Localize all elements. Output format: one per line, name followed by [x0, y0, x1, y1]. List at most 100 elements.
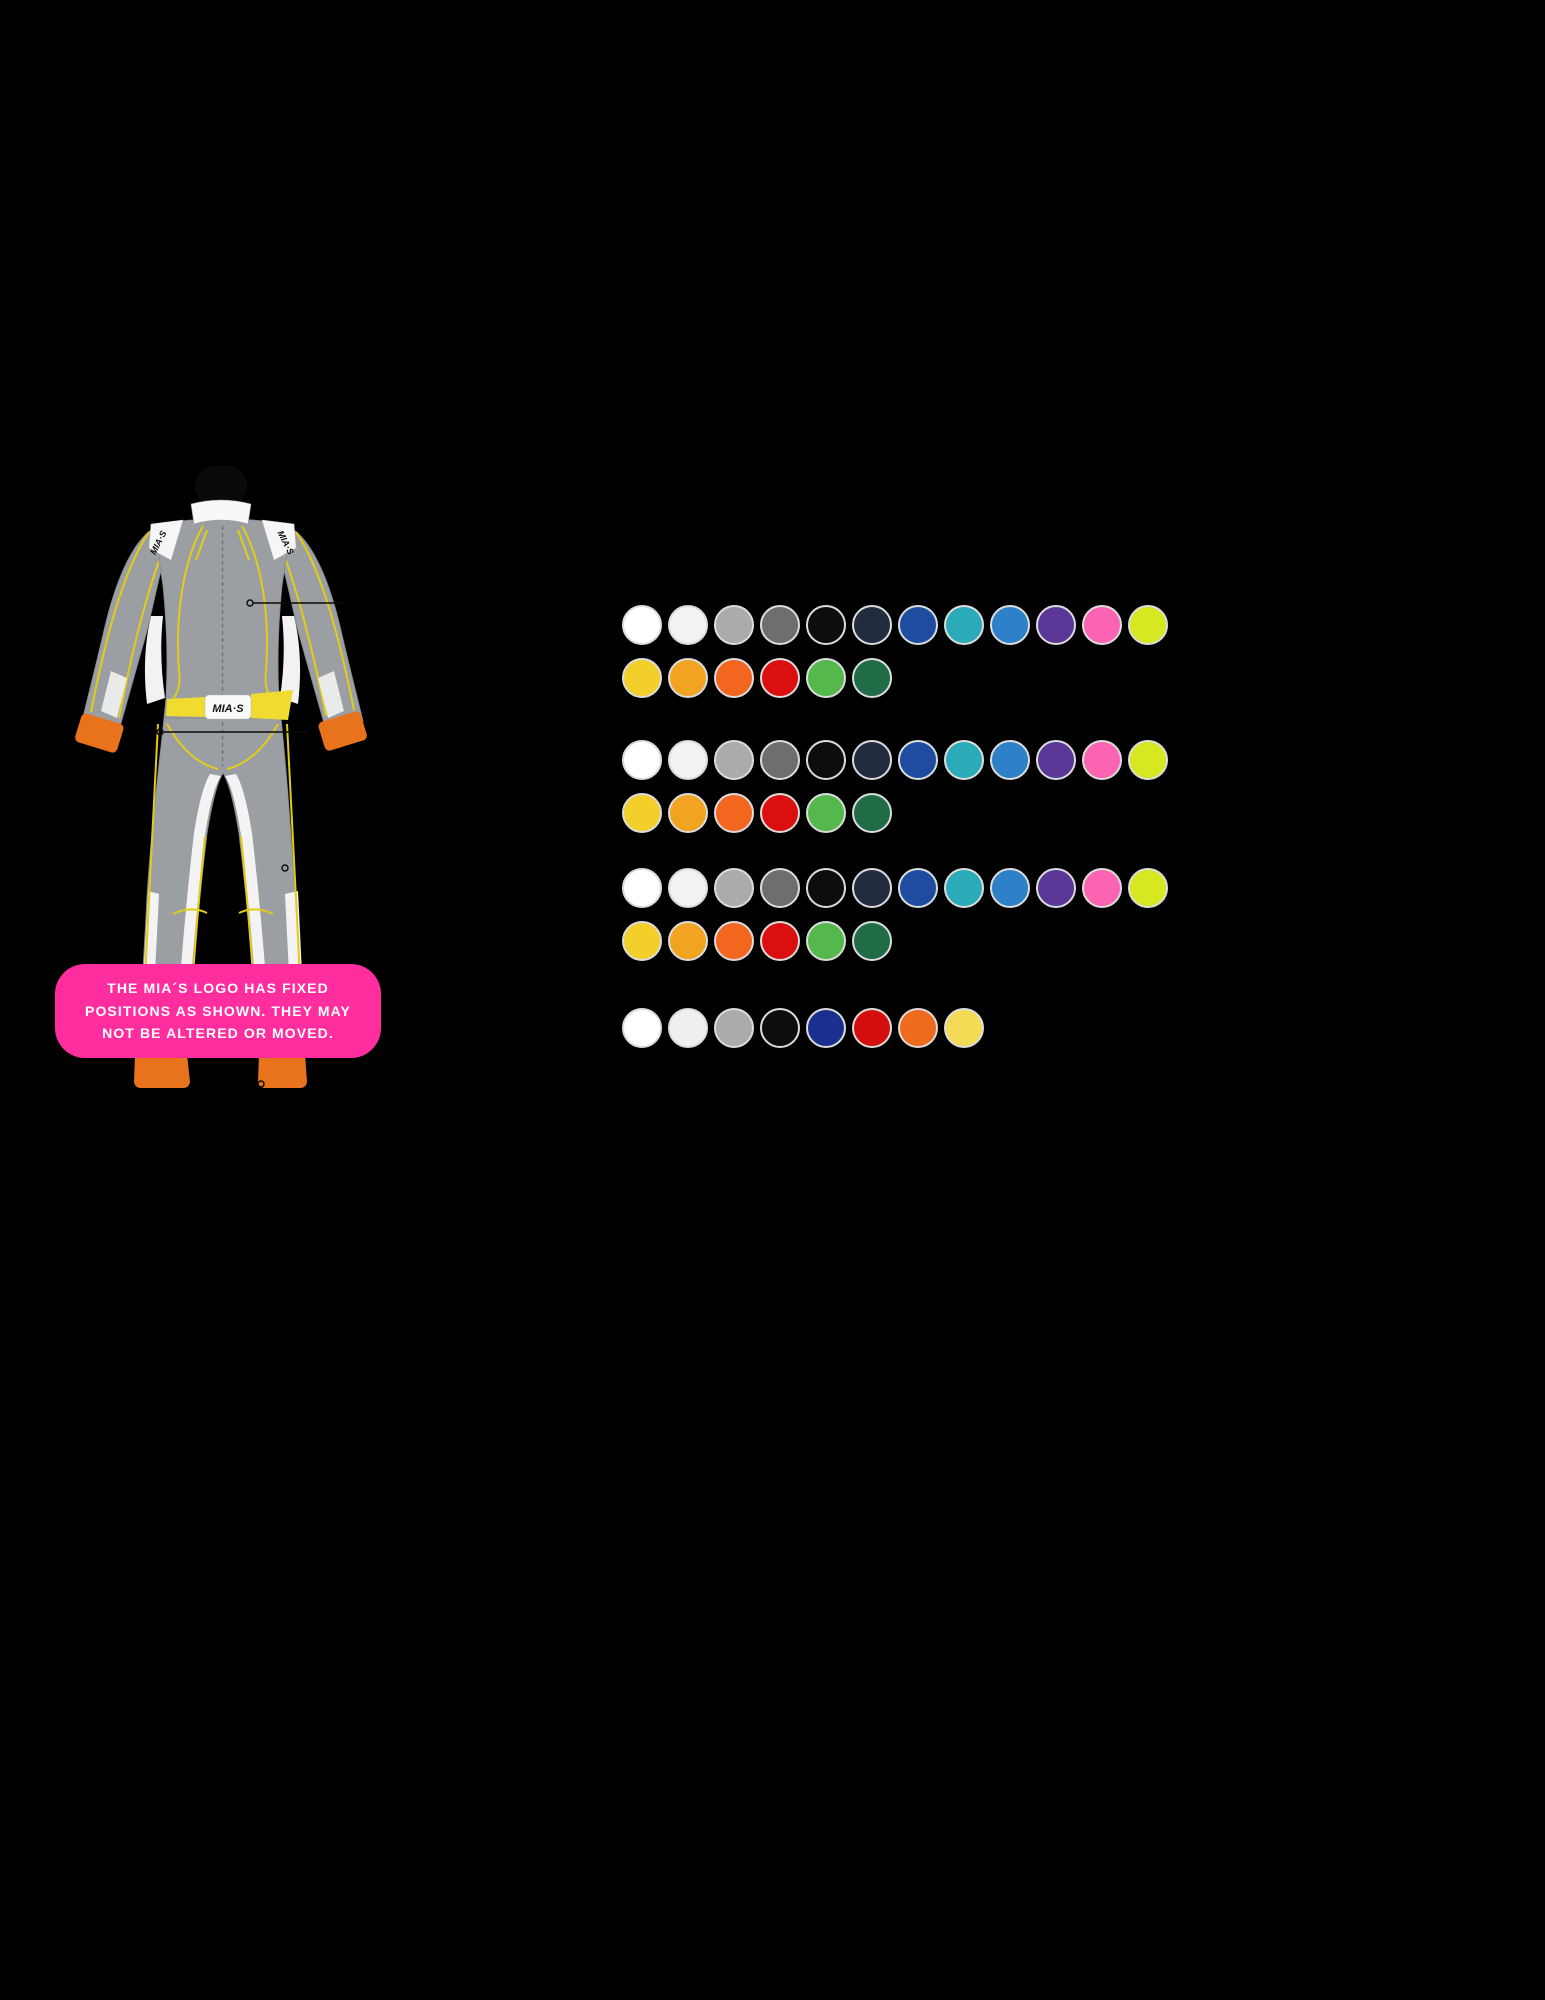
left-shoulder-panel: [148, 519, 184, 561]
color-swatch[interactable]: [1036, 740, 1076, 780]
color-swatch[interactable]: [760, 740, 800, 780]
right-arm: [283, 525, 364, 735]
color-swatch[interactable]: [622, 605, 662, 645]
left-forearm-panel: [101, 671, 127, 718]
color-swatch[interactable]: [990, 605, 1030, 645]
color-swatch[interactable]: [714, 605, 754, 645]
color-swatch[interactable]: [714, 1008, 754, 1048]
color-swatch[interactable]: [852, 793, 892, 833]
color-swatch[interactable]: [622, 658, 662, 698]
swatch-row: [622, 868, 1168, 908]
palette-group-4: [622, 1008, 984, 1048]
brand-logo-belt: MIA·S: [212, 703, 244, 715]
color-swatch[interactable]: [714, 921, 754, 961]
color-swatch[interactable]: [668, 793, 708, 833]
right-side-panel: [280, 616, 301, 704]
color-swatch[interactable]: [668, 605, 708, 645]
palette-group-3: [622, 868, 1168, 961]
color-swatch[interactable]: [806, 658, 846, 698]
color-swatch[interactable]: [852, 921, 892, 961]
swatch-row: [622, 1008, 984, 1048]
right-forearm-panel: [318, 671, 344, 718]
left-wrist-cuff: [75, 713, 124, 753]
color-swatch[interactable]: [760, 793, 800, 833]
boot-marker: [257, 1080, 265, 1088]
color-swatch[interactable]: [852, 1008, 892, 1048]
color-swatch[interactable]: [1036, 605, 1076, 645]
swatch-row: [622, 740, 1168, 780]
color-swatch[interactable]: [760, 921, 800, 961]
color-swatch[interactable]: [760, 1008, 800, 1048]
color-swatch[interactable]: [944, 740, 984, 780]
color-swatch[interactable]: [1082, 605, 1122, 645]
color-swatch[interactable]: [668, 740, 708, 780]
color-swatch[interactable]: [898, 1008, 938, 1048]
color-swatch[interactable]: [714, 658, 754, 698]
swatch-row: [622, 605, 1168, 645]
color-swatch[interactable]: [714, 793, 754, 833]
color-swatch[interactable]: [898, 868, 938, 908]
swatch-row: [622, 793, 1168, 833]
color-swatch[interactable]: [622, 921, 662, 961]
color-swatch[interactable]: [806, 605, 846, 645]
color-swatch[interactable]: [806, 793, 846, 833]
right-ankle-cuff: [258, 1054, 307, 1088]
color-swatch[interactable]: [714, 740, 754, 780]
color-swatch[interactable]: [852, 740, 892, 780]
color-swatch[interactable]: [852, 658, 892, 698]
color-swatch[interactable]: [622, 793, 662, 833]
color-swatch[interactable]: [760, 868, 800, 908]
logo-notice-text: THE MIA´S LOGO HAS FIXED POSITIONS AS SH…: [85, 977, 351, 1044]
swatch-row: [622, 921, 1168, 961]
color-swatch[interactable]: [668, 658, 708, 698]
color-swatch[interactable]: [714, 868, 754, 908]
color-swatch[interactable]: [852, 605, 892, 645]
color-swatch[interactable]: [622, 1008, 662, 1048]
color-swatch[interactable]: [622, 868, 662, 908]
color-swatch[interactable]: [1128, 740, 1168, 780]
color-swatch[interactable]: [806, 1008, 846, 1048]
thigh-marker: [281, 864, 289, 872]
color-swatch[interactable]: [944, 868, 984, 908]
right-shoulder-panel: [261, 519, 297, 561]
arm-piping: [90, 531, 355, 719]
color-swatch[interactable]: [1036, 868, 1076, 908]
color-swatch[interactable]: [760, 658, 800, 698]
belt-logo-patch: [204, 694, 252, 720]
color-swatch[interactable]: [1128, 605, 1168, 645]
color-swatch[interactable]: [668, 868, 708, 908]
callout-line-1: THE MIA´S LOGO HAS FIXED: [107, 980, 329, 997]
callout-line-2: POSITIONS AS SHOWN. THEY MAY: [85, 1002, 351, 1019]
color-swatch[interactable]: [806, 868, 846, 908]
color-swatch[interactable]: [990, 740, 1030, 780]
color-swatch[interactable]: [1128, 868, 1168, 908]
annotation-leader-lines: [156, 599, 345, 1088]
left-side-panel: [144, 616, 165, 704]
belt-right-band: [251, 690, 293, 720]
color-swatch[interactable]: [668, 1008, 708, 1048]
logo-notice-callout: THE MIA´S LOGO HAS FIXED POSITIONS AS SH…: [55, 964, 381, 1058]
color-swatch[interactable]: [898, 740, 938, 780]
color-swatch[interactable]: [852, 868, 892, 908]
chest-piping: [172, 525, 273, 700]
color-swatch[interactable]: [944, 605, 984, 645]
color-swatch[interactable]: [1082, 740, 1122, 780]
left-ankle-cuff: [134, 1054, 190, 1088]
color-swatch[interactable]: [622, 740, 662, 780]
palette-group-1: [622, 605, 1168, 698]
callout-line-3: NOT BE ALTERED OR MOVED.: [102, 1025, 334, 1042]
belt-left-band: [166, 697, 205, 717]
color-swatch[interactable]: [668, 921, 708, 961]
right-wrist-cuff: [318, 711, 367, 751]
color-swatch[interactable]: [806, 921, 846, 961]
color-swatch[interactable]: [944, 1008, 984, 1048]
collar: [190, 499, 252, 525]
palette-group-2: [622, 740, 1168, 833]
swatch-row: [622, 658, 1168, 698]
color-swatch[interactable]: [760, 605, 800, 645]
color-swatch[interactable]: [806, 740, 846, 780]
color-swatch[interactable]: [1082, 868, 1122, 908]
color-swatch[interactable]: [990, 868, 1030, 908]
color-swatch[interactable]: [898, 605, 938, 645]
